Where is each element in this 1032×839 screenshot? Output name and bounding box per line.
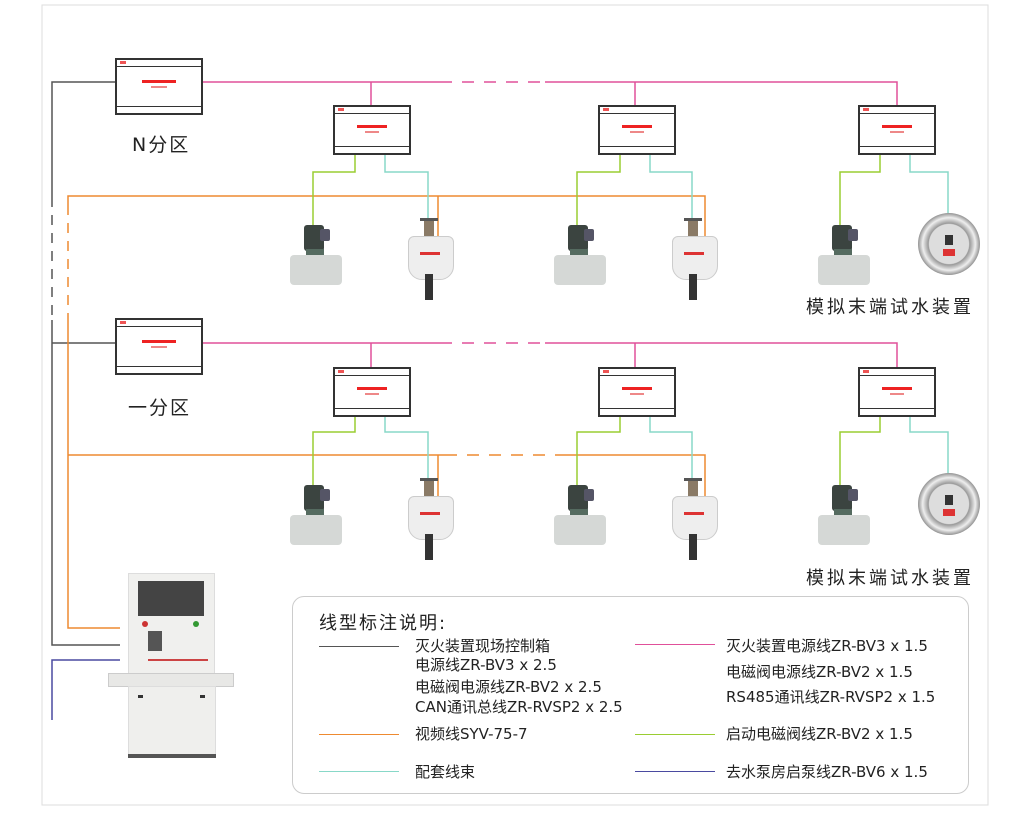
solenoid-valve-icon: [290, 485, 342, 547]
legend-text: 去水泵房启泵线ZR-BV6 x 1.5: [726, 763, 928, 781]
solenoid-valve-icon: [818, 485, 870, 547]
extinguisher-power-lines: [203, 81, 898, 367]
zone-1-controller-box: [115, 318, 203, 375]
controller-power-lines: [51, 81, 120, 646]
harness-lines: [384, 155, 949, 480]
module-box: [333, 105, 411, 155]
solenoid-valve-icon: [554, 485, 606, 547]
module-box: [858, 367, 936, 417]
sim-device-label: 模拟末端试水装置: [806, 568, 974, 589]
solenoid-valve-icon: [554, 225, 606, 287]
video-lines: [67, 195, 706, 629]
legend-text: 电磁阀电源线ZR-BV2 x 1.5: [726, 663, 913, 681]
legend-text: CAN通讯总线ZR-RVSP2 x 2.5: [415, 698, 623, 716]
solenoid-valve-icon: [818, 225, 870, 287]
solenoid-valve-icon: [290, 225, 342, 287]
legend-swatch-video: [319, 734, 399, 735]
legend-text: 视频线SYV-75-7: [415, 725, 528, 743]
extinguisher-actuator-icon: [408, 218, 454, 300]
legend-swatch-harness: [319, 771, 399, 772]
legend-text: RS485通讯线ZR-RVSP2 x 1.5: [726, 688, 936, 706]
control-console-icon: [108, 573, 234, 758]
extinguisher-actuator-icon: [672, 218, 718, 300]
legend-text: 启动电磁阀线ZR-BV2 x 1.5: [726, 725, 913, 743]
zone-n-label: N分区: [132, 134, 191, 156]
legend-swatch-controller-power: [319, 646, 399, 647]
module-box: [598, 367, 676, 417]
extinguisher-actuator-icon: [408, 478, 454, 560]
legend-swatch-pump: [635, 771, 715, 772]
test-water-device-icon: [918, 213, 980, 275]
legend-text: 灭火装置现场控制箱: [415, 637, 551, 655]
legend-text: 电磁阀电源线ZR-BV2 x 2.5: [415, 678, 602, 696]
module-box: [858, 105, 936, 155]
test-water-device-icon: [918, 473, 980, 535]
legend-swatch-start-valve: [635, 734, 715, 735]
pump-start-line: [51, 659, 120, 720]
line-legend: 线型标注说明: 灭火装置现场控制箱 电源线ZR-BV3 x 2.5 电磁阀电源线…: [292, 596, 969, 794]
frame-border: [41, 4, 989, 806]
module-box: [598, 105, 676, 155]
legend-title: 线型标注说明:: [319, 613, 448, 634]
zone-1-label: 一分区: [128, 397, 192, 419]
legend-text: 电源线ZR-BV3 x 2.5: [415, 656, 557, 674]
extinguisher-actuator-icon: [672, 478, 718, 560]
legend-text: 配套线束: [415, 763, 476, 781]
legend-text: 灭火装置电源线ZR-BV3 x 1.5: [726, 637, 928, 655]
sim-device-label: 模拟末端试水装置: [806, 297, 974, 318]
module-box: [333, 367, 411, 417]
zone-n-controller-box: [115, 58, 203, 115]
start-valve-lines: [312, 155, 881, 488]
legend-swatch-extinguisher-power: [635, 644, 715, 645]
